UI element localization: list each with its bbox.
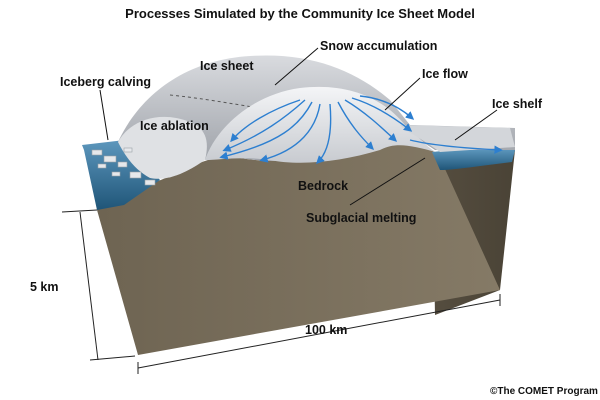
ice-divide-line — [169, 94, 296, 113]
ocean-right — [432, 149, 515, 170]
diagram-title: Processes Simulated by the Community Ice… — [125, 6, 475, 21]
icebergs — [91, 147, 156, 186]
scale-vertical-label: 5 km — [30, 280, 59, 294]
label-subglacial-melting: Subglacial melting — [306, 211, 416, 225]
label-ice-flow: Ice flow — [422, 67, 468, 81]
callout-lines — [99, 47, 498, 206]
bedrock-front-face — [97, 139, 500, 355]
label-bedrock: Bedrock — [298, 179, 348, 193]
ocean-left — [82, 140, 160, 210]
ice-ablation-surface — [118, 116, 207, 179]
label-ice-ablation: Ice ablation — [140, 119, 209, 133]
label-ice-sheet: Ice sheet — [200, 59, 254, 73]
ice-flow-arrows — [219, 95, 503, 164]
label-iceberg-calving: Iceberg calving — [60, 75, 151, 89]
label-snow-accumulation: Snow accumulation — [320, 39, 437, 53]
credit-text: ©The COMET Program — [490, 386, 598, 397]
scale-horizontal-label: 100 km — [305, 323, 347, 337]
scale-horizontal — [137, 294, 501, 374]
scale-vertical — [61, 209, 136, 361]
label-ice-shelf: Ice shelf — [492, 97, 543, 111]
